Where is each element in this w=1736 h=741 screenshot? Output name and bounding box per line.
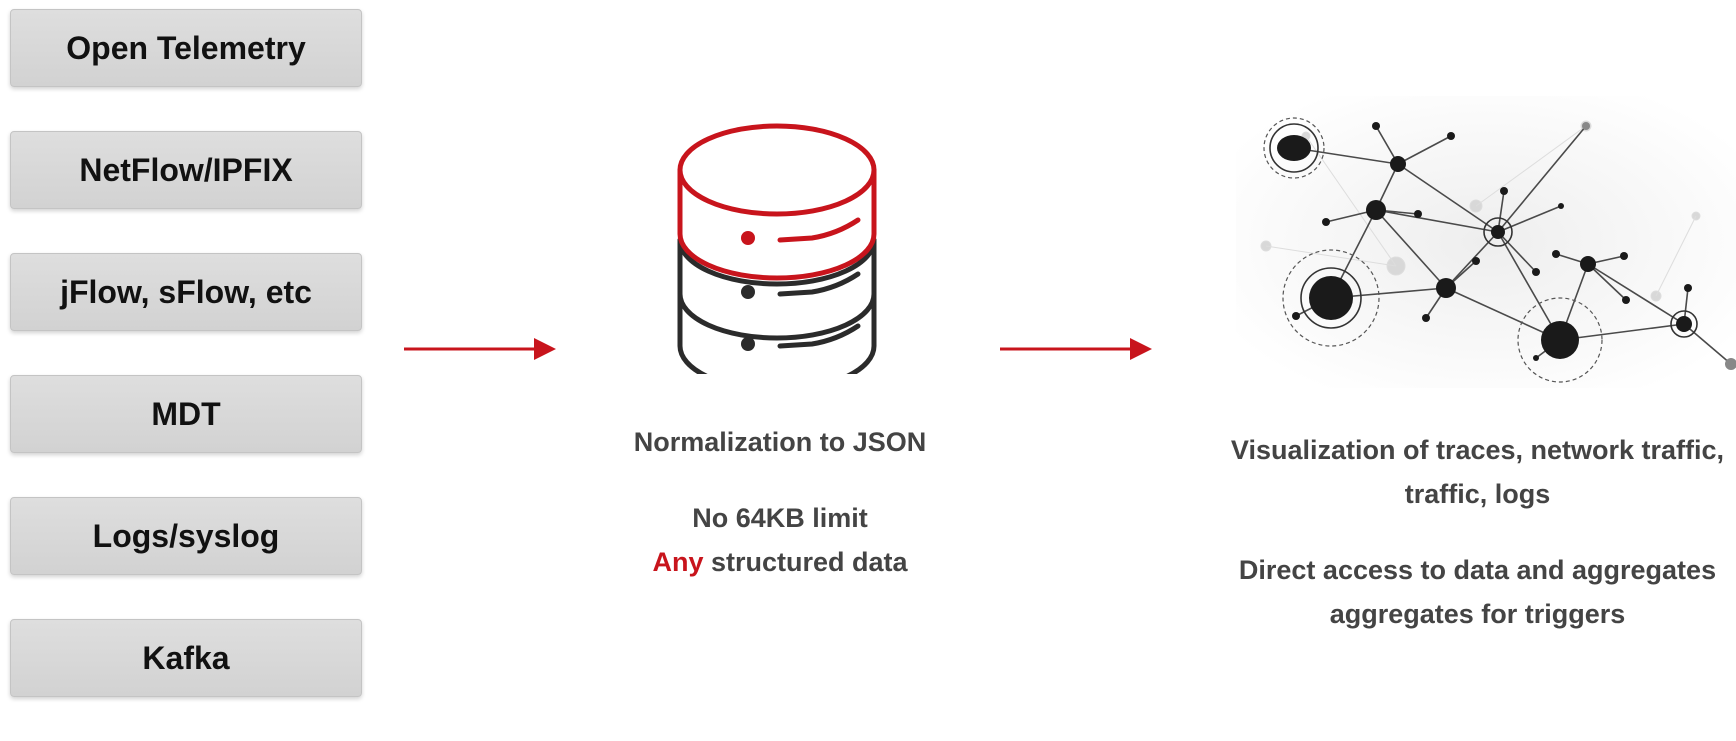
normalization-caption: Normalization to JSON No 64KB limit Any …	[560, 420, 1000, 584]
source-label: NetFlow/IPFIX	[79, 151, 293, 188]
caption-title: Normalization to JSON	[633, 427, 927, 457]
source-list: Open Telemetry NetFlow/IPFIX jFlow, sFlo…	[10, 9, 362, 741]
caption-line: Any structured data	[560, 540, 1000, 584]
source-label: Logs/syslog	[92, 517, 280, 554]
source-box-open-telemetry: Open Telemetry	[10, 9, 362, 87]
arrow-right-icon	[404, 338, 556, 360]
caption-line: Visualization of traces, network traffic…	[1230, 435, 1725, 465]
source-box-kafka: Kafka	[10, 619, 362, 697]
caption-line: aggregates for triggers	[1329, 599, 1626, 629]
source-box-netflow: NetFlow/IPFIX	[10, 131, 362, 209]
source-box-logs: Logs/syslog	[10, 497, 362, 575]
caption-line: Direct access to data and aggregates	[1238, 555, 1717, 585]
caption-line: No 64KB limit	[692, 503, 868, 533]
database-icon	[677, 123, 877, 374]
caption-line: traffic, logs	[1404, 479, 1551, 509]
caption-text: structured data	[703, 547, 908, 577]
source-label: jFlow, sFlow, etc	[60, 273, 312, 310]
arrow-right-icon	[1000, 338, 1152, 360]
source-box-mdt: MDT	[10, 375, 362, 453]
source-label: Open Telemetry	[66, 29, 306, 66]
accent-word: Any	[652, 547, 704, 577]
source-label: MDT	[151, 395, 221, 432]
network-graph-icon	[1236, 96, 1736, 388]
source-label: Kafka	[142, 639, 230, 676]
visualization-caption: Visualization of traces, network traffic…	[1225, 428, 1730, 636]
source-box-jflow: jFlow, sFlow, etc	[10, 253, 362, 331]
